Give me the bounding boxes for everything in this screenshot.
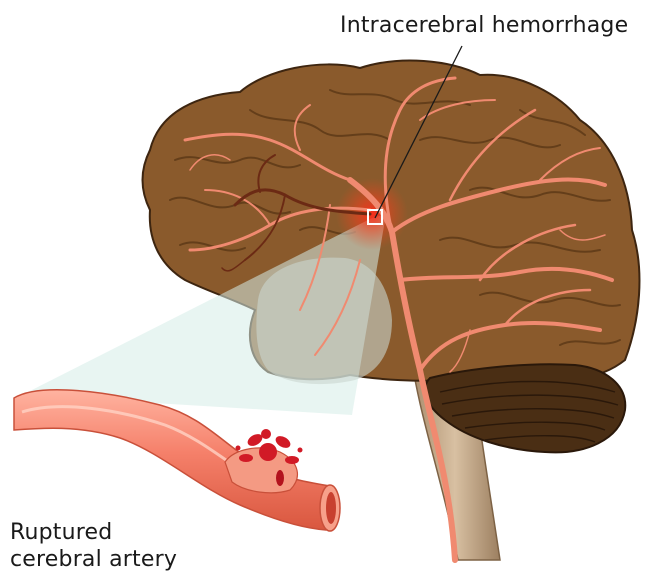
ruptured-label-line2: cerebral artery	[10, 546, 177, 573]
hemorrhage-label: Intracerebral hemorrhage	[340, 12, 628, 39]
ruptured-artery-label: Ruptured cerebral artery	[10, 519, 177, 573]
ruptured-label-line1: Ruptured	[10, 519, 177, 546]
bleed-glow	[336, 178, 408, 250]
temporal-overlay	[256, 258, 392, 384]
